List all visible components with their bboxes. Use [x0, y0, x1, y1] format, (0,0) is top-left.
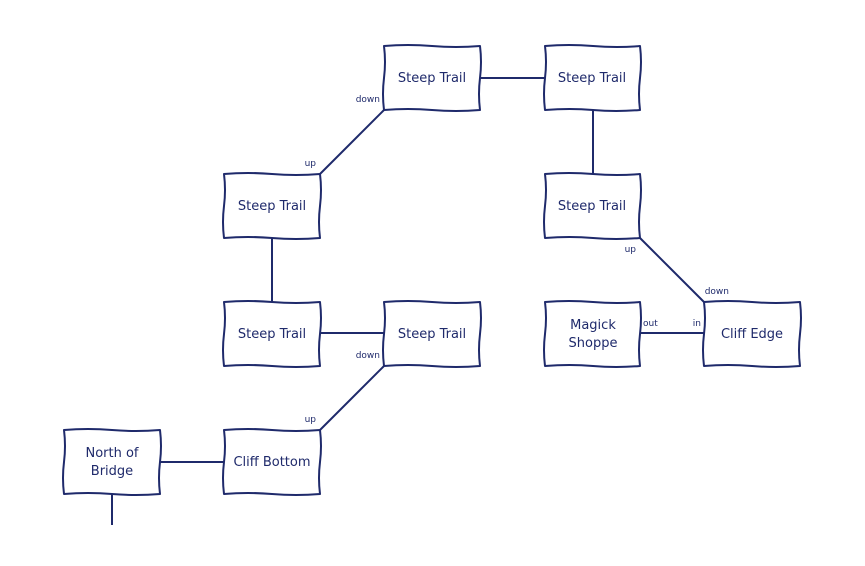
room-label: Steep Trail [238, 199, 306, 214]
room-label: Steep Trail [558, 199, 626, 214]
room-label-wrap: North of Bridge [85, 446, 139, 479]
room-steep-trail-3: Steep Trail [222, 172, 322, 240]
direction-label-down: down [356, 95, 380, 105]
connection-r11-r6 [319, 365, 385, 431]
room-label: Steep Trail [398, 71, 466, 86]
direction-label-up: up [305, 415, 317, 425]
direction-label-up: up [305, 159, 317, 169]
room-steep-trail-1: Steep Trail [382, 44, 482, 112]
room-label: Cliff Edge [721, 327, 783, 342]
room-magick-shoppe: Magick Shoppe [543, 300, 642, 368]
room-steep-trail-2: Steep Trail [543, 44, 642, 112]
direction-label-down: down [356, 351, 380, 361]
room-label: Magick Shoppe [568, 318, 618, 351]
room-steep-trail-5: Steep Trail [222, 300, 322, 368]
room-north-of-bridge: North of Bridge [62, 428, 162, 496]
room-steep-trail-6: Steep Trail [382, 300, 482, 368]
direction-label-up: up [625, 245, 637, 255]
room-steep-trail-4: Steep Trail [543, 172, 642, 240]
room-label: Cliff Bottom [233, 455, 310, 470]
connection-r3-r1 [319, 109, 385, 175]
room-label: Steep Trail [398, 327, 466, 342]
room-label: Steep Trail [238, 327, 306, 342]
direction-label-in: in [693, 319, 701, 329]
room-label: Steep Trail [558, 71, 626, 86]
room-label-wrap: Magick Shoppe [568, 318, 618, 351]
room-cliff-bottom: Cliff Bottom [222, 428, 322, 496]
connection-r4-r9 [639, 237, 705, 303]
direction-label-down: down [705, 287, 729, 297]
room-cliff-edge: Cliff Edge [702, 300, 802, 368]
direction-label-out: out [643, 319, 658, 329]
room-label: North of Bridge [85, 446, 139, 479]
